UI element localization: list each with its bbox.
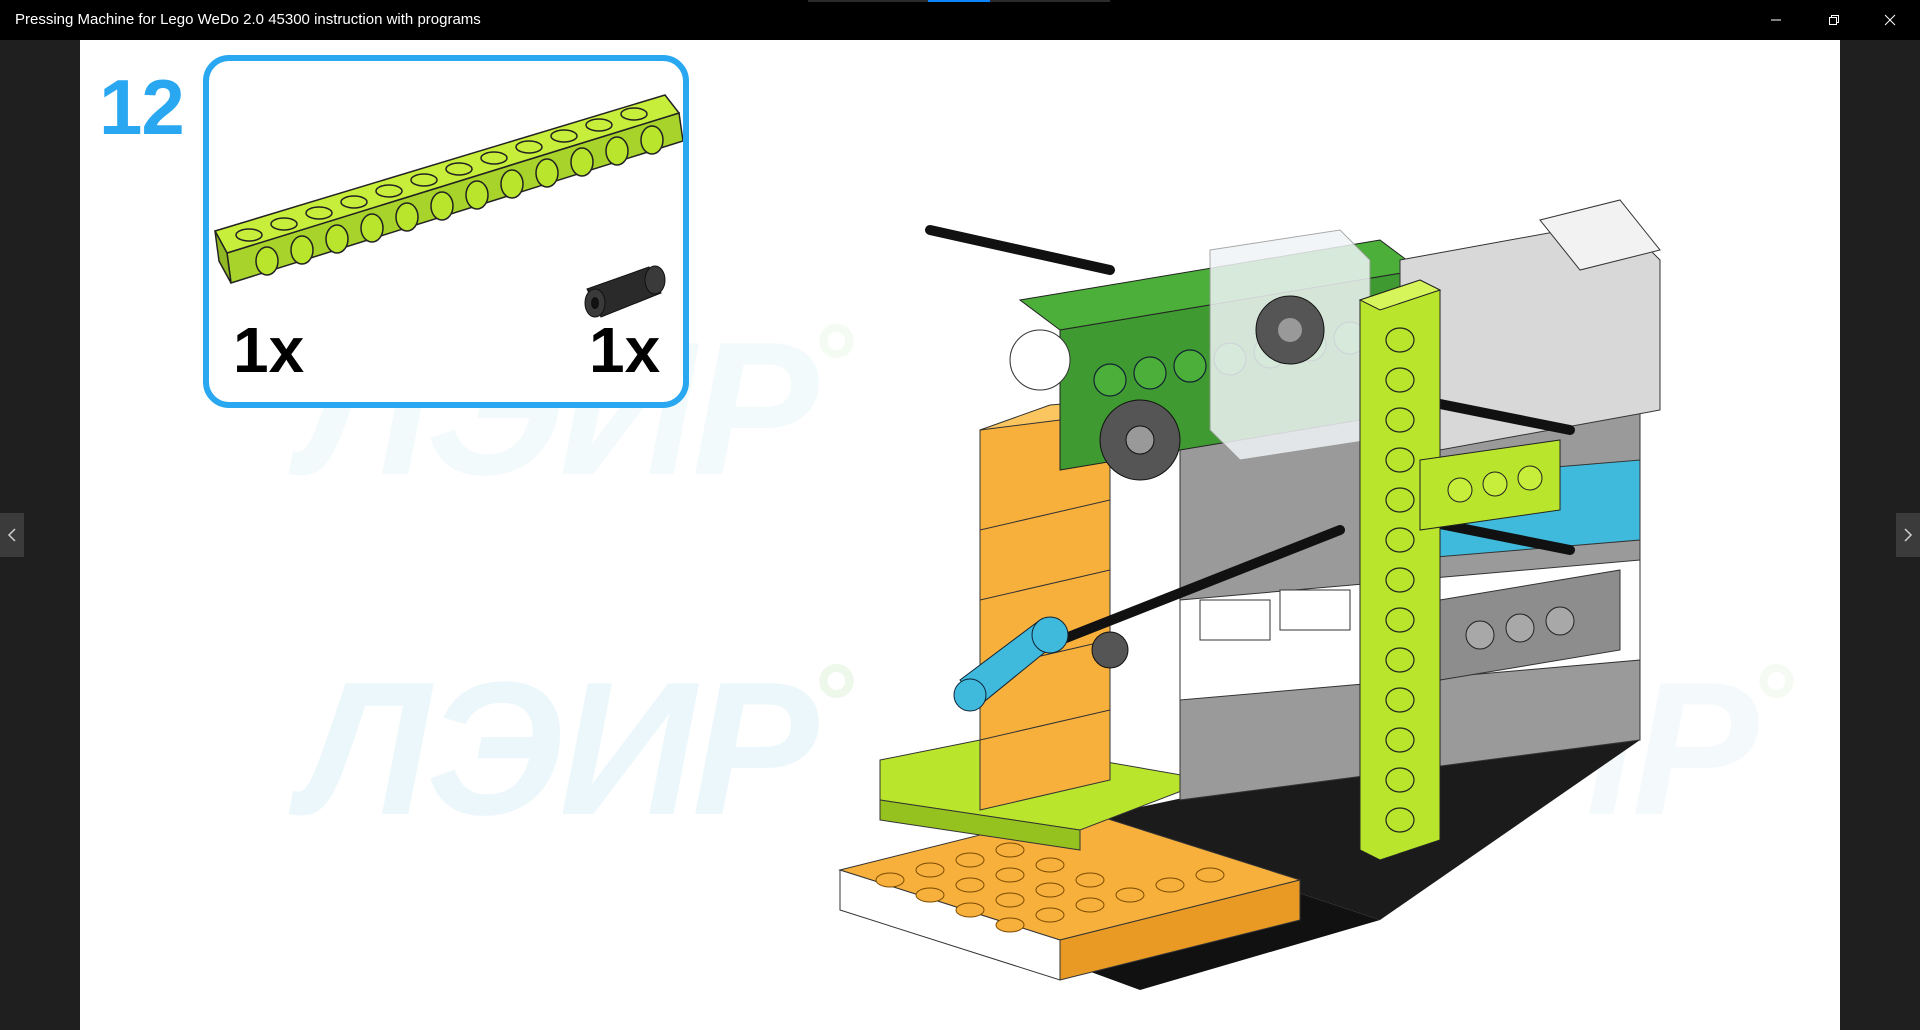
parts-list-box: 1x 1x <box>203 55 689 408</box>
restore-button[interactable] <box>1806 0 1862 40</box>
black-peg-icon <box>585 266 665 317</box>
part-quantity-beam: 1x <box>233 313 304 387</box>
title-bar: Pressing Machine for Lego WeDo 2.0 45300… <box>0 0 1920 40</box>
part-quantity-peg: 1x <box>589 313 660 387</box>
watermark-text: ЛЭИР <box>300 643 814 855</box>
previous-page-button[interactable] <box>0 513 24 557</box>
step-number: 12 <box>99 62 184 153</box>
model-illustration <box>780 180 1680 1030</box>
restore-icon <box>1828 14 1840 26</box>
green-beam-icon <box>215 95 683 283</box>
window-title: Pressing Machine for Lego WeDo 2.0 45300… <box>15 0 481 40</box>
close-button[interactable] <box>1862 0 1918 40</box>
watermark: ЛЭИР° <box>300 640 854 858</box>
chevron-right-icon <box>1903 527 1913 543</box>
next-page-button[interactable] <box>1896 513 1920 557</box>
close-icon <box>1884 14 1896 26</box>
instruction-page: ЛЭИР° ЛЭИР° ЛЭИР° 12 <box>80 40 1840 1030</box>
minimize-icon <box>1770 14 1782 26</box>
title-bar-accent <box>928 0 990 2</box>
chevron-left-icon <box>7 527 17 543</box>
minimize-button[interactable] <box>1748 0 1804 40</box>
